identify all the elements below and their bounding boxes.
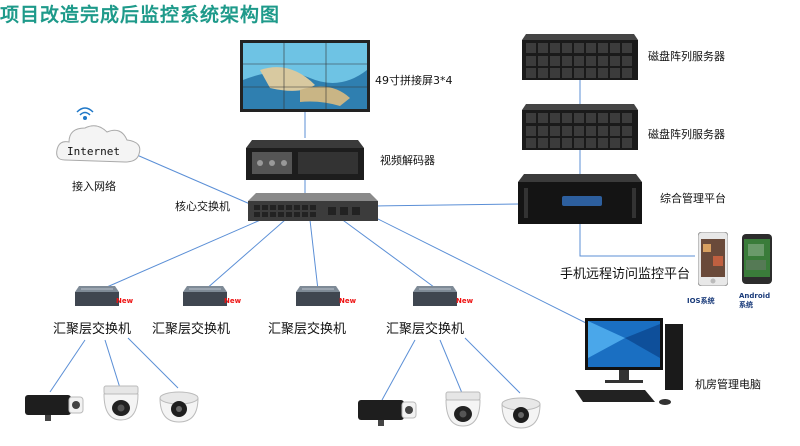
new-badge-1: New <box>116 297 134 305</box>
link-core-agg4 <box>339 217 439 291</box>
video-decoder-icon <box>246 136 364 180</box>
agg-switch-3-icon <box>296 286 340 306</box>
core-switch-label: 核心交换机 <box>175 200 230 213</box>
screen-label: 49寸拼接屏3*4 <box>375 74 453 87</box>
link-mgmt-mobile <box>579 222 695 257</box>
bullet-camera-2-icon <box>358 398 418 428</box>
link-core-mgmt <box>374 203 521 207</box>
internet-access-label: 接入网络 <box>72 180 116 193</box>
new-badge-2: New <box>224 297 242 305</box>
decoder-label: 视频解码器 <box>380 154 435 167</box>
agg-switch-2-label: 汇聚层交换机 <box>152 322 231 337</box>
link-agg4-cam3 <box>464 337 521 394</box>
link-agg4-cam2 <box>439 339 463 394</box>
link-agg1-cam1 <box>49 339 86 393</box>
link-core-agg3 <box>309 219 319 291</box>
disk-server-1-label: 磁盘阵列服务器 <box>648 50 725 63</box>
agg-switch-1-icon <box>75 286 119 306</box>
agg-switch-2-icon <box>183 286 227 306</box>
link-agg1-cam3 <box>127 337 179 389</box>
turret-camera-2-icon <box>500 392 542 430</box>
link-core-pc <box>369 214 621 341</box>
agg-switch-3-label: 汇聚层交换机 <box>268 322 347 337</box>
ios-label: IOS系统 <box>687 297 715 305</box>
pc-label: 机房管理电脑 <box>695 378 761 391</box>
internet-cloud-label: Internet <box>67 145 120 158</box>
disk-array-server-2-icon <box>522 104 638 150</box>
dome-camera-2-icon <box>442 390 484 430</box>
agg-switch-4-label: 汇聚层交换机 <box>386 322 465 337</box>
new-badge-3: New <box>339 297 357 305</box>
bullet-camera-1-icon <box>25 393 85 423</box>
management-platform-icon <box>518 174 642 224</box>
disk-server-2-label: 磁盘阵列服务器 <box>648 128 725 141</box>
new-badge-4: New <box>456 297 474 305</box>
core-switch-icon <box>248 193 378 221</box>
management-pc-icon <box>575 318 685 410</box>
link-agg4-cam1 <box>381 339 416 401</box>
link-core-agg2 <box>204 219 286 291</box>
dome-camera-1-icon <box>100 384 142 424</box>
link-internet-core <box>129 151 251 205</box>
agg-switch-4-icon <box>413 286 457 306</box>
link-core-agg1 <box>99 217 266 291</box>
ios-phone-icon <box>697 231 729 287</box>
agg-switch-1-label: 汇聚层交换机 <box>53 322 132 337</box>
disk-array-server-1-icon <box>522 34 638 80</box>
page-title: 项目改造完成后监控系统架构图 <box>0 4 281 26</box>
mobile-remote-label: 手机远程访问监控平台 <box>560 267 691 282</box>
internet-cloud-icon <box>55 100 145 172</box>
android-phone-icon <box>742 234 772 284</box>
management-platform-label: 综合管理平台 <box>660 192 726 205</box>
video-wall-screen-icon <box>240 40 370 112</box>
turret-camera-1-icon <box>158 386 200 424</box>
link-agg1-cam2 <box>104 339 121 389</box>
android-label: Android 系统 <box>739 292 771 309</box>
